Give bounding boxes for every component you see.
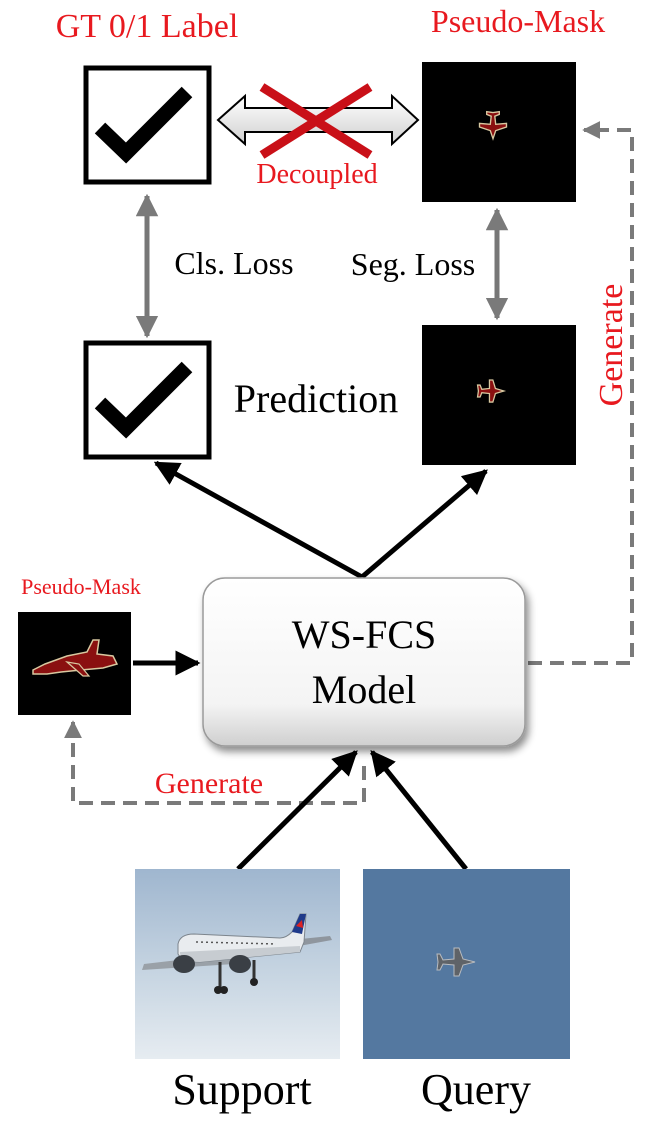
decoupled-label: Decoupled <box>256 159 377 190</box>
airplane-icon <box>32 639 119 677</box>
gt-checkbox <box>83 65 212 185</box>
checkmark-icon <box>94 86 193 164</box>
generate-right-label: Generate <box>593 284 630 407</box>
prediction-checkbox <box>83 340 212 460</box>
cross-icon <box>259 83 373 159</box>
generate-bottom-label: Generate <box>155 767 263 800</box>
gt-label-title: GT 0/1 Label <box>56 8 239 45</box>
query-label: Query <box>421 1065 531 1114</box>
query-image <box>363 869 570 1059</box>
prediction-mask-image <box>422 325 576 465</box>
pseudo-mask-top-title: Pseudo-Mask <box>431 3 605 39</box>
support-to-model-arrow <box>236 750 358 871</box>
pseudo-mask-left-title: Pseudo-Mask <box>21 574 141 599</box>
ws-fcs-model-box <box>202 577 526 747</box>
pseudo-mask-left-image <box>18 612 131 715</box>
fighter-jet-icon <box>478 110 508 141</box>
support-label: Support <box>172 1065 311 1114</box>
model-label-line2: Model <box>312 667 416 712</box>
query-to-model-arrow <box>370 750 468 871</box>
fighter-jet-icon <box>436 947 476 977</box>
pseudo-mask-top-image <box>422 62 576 202</box>
prediction-label: Prediction <box>234 376 398 421</box>
model-to-seg-arrow <box>360 469 488 579</box>
fighter-jet-icon <box>476 379 507 403</box>
model-to-cls-arrow <box>153 460 364 580</box>
airplane-icon <box>142 913 332 994</box>
generate-right-path <box>528 121 634 665</box>
checkmark-icon <box>94 361 193 439</box>
model-label-line1: WS-FCS <box>292 612 437 657</box>
generate-bottom-path <box>64 720 366 805</box>
seg-loss-label: Seg. Loss <box>351 246 475 282</box>
cls-loss-label: Cls. Loss <box>174 245 293 281</box>
support-image <box>135 869 340 1059</box>
